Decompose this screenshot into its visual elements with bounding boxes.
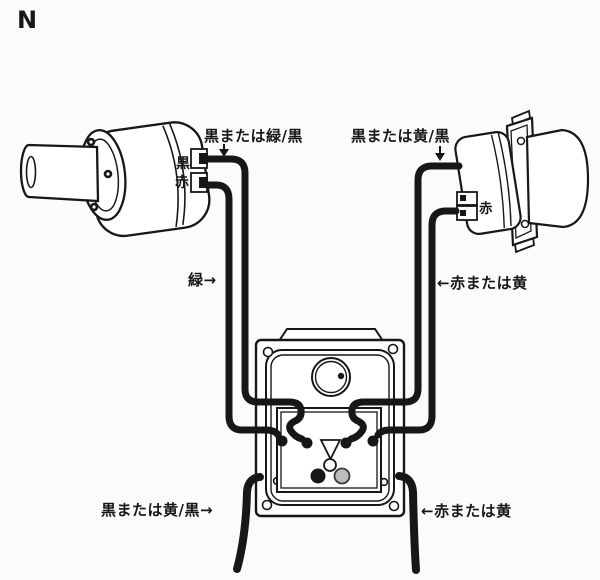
terminal-ball bbox=[340, 437, 352, 449]
callout-arrows bbox=[219, 144, 445, 161]
knob-inner-ring bbox=[314, 360, 348, 394]
left-sensor-terminals bbox=[190, 148, 208, 193]
cone-nozzle bbox=[19, 143, 100, 203]
body-seam-line bbox=[490, 134, 505, 229]
right-sensor bbox=[454, 109, 590, 254]
wire-black-or-yellow-black bbox=[347, 162, 463, 443]
white-terminal-circle bbox=[323, 458, 337, 472]
label-left-mid-wire: 緑→ bbox=[188, 271, 217, 289]
terminal-balls bbox=[276, 435, 379, 449]
figure-index-label: N bbox=[17, 6, 38, 34]
knob-dial bbox=[311, 357, 351, 397]
flange-bolts bbox=[86, 137, 113, 212]
wire-red-or-yellow bbox=[374, 207, 460, 439]
left-sensor bbox=[19, 121, 211, 238]
control-box bbox=[254, 328, 406, 518]
gray-terminal-circle bbox=[333, 467, 351, 485]
wire-bottom-left-exit bbox=[233, 473, 264, 573]
label-bottom-left-wire: 黒または黄/黒→ bbox=[101, 501, 213, 519]
nozzle-opening bbox=[25, 155, 37, 189]
body-seam-line bbox=[497, 132, 512, 226]
box-screws bbox=[261, 343, 400, 512]
terminal-ball bbox=[276, 435, 288, 447]
black-terminal-circle bbox=[310, 468, 326, 484]
left-terminal-red-label: 赤 bbox=[175, 175, 189, 191]
wire-bottom-right-exit bbox=[395, 472, 420, 574]
body-seam-line bbox=[162, 125, 179, 227]
knob-dot bbox=[337, 372, 345, 380]
triangle-symbol bbox=[319, 439, 342, 462]
terminal-ball bbox=[301, 437, 313, 449]
plate-screw-hole bbox=[520, 219, 530, 229]
right-terminal-red-label: 赤 bbox=[479, 201, 493, 217]
left-terminal-black-label: 黒 bbox=[176, 156, 190, 172]
label-bottom-right-wire: ←赤または黄 bbox=[421, 502, 512, 520]
terminal-ball bbox=[367, 435, 379, 447]
down-arrow-icon bbox=[219, 149, 229, 157]
sensor-cylinder bbox=[525, 128, 590, 229]
label-right-mid-wire: ←赤または黄 bbox=[437, 274, 528, 292]
terminal-panel-inner-line bbox=[280, 411, 378, 489]
wire-black-or-green-black bbox=[203, 155, 306, 443]
right-sensor-terminals bbox=[456, 191, 478, 221]
down-arrow-icon bbox=[435, 153, 445, 161]
wires bbox=[203, 155, 463, 574]
plate-screw-hole bbox=[516, 136, 526, 146]
label-left-top-wire: 黒または緑/黒 bbox=[204, 127, 303, 145]
body-seam-line bbox=[168, 123, 186, 226]
label-right-top-wire: 黒または黄/黒 bbox=[351, 127, 450, 145]
wire-green bbox=[203, 181, 282, 439]
